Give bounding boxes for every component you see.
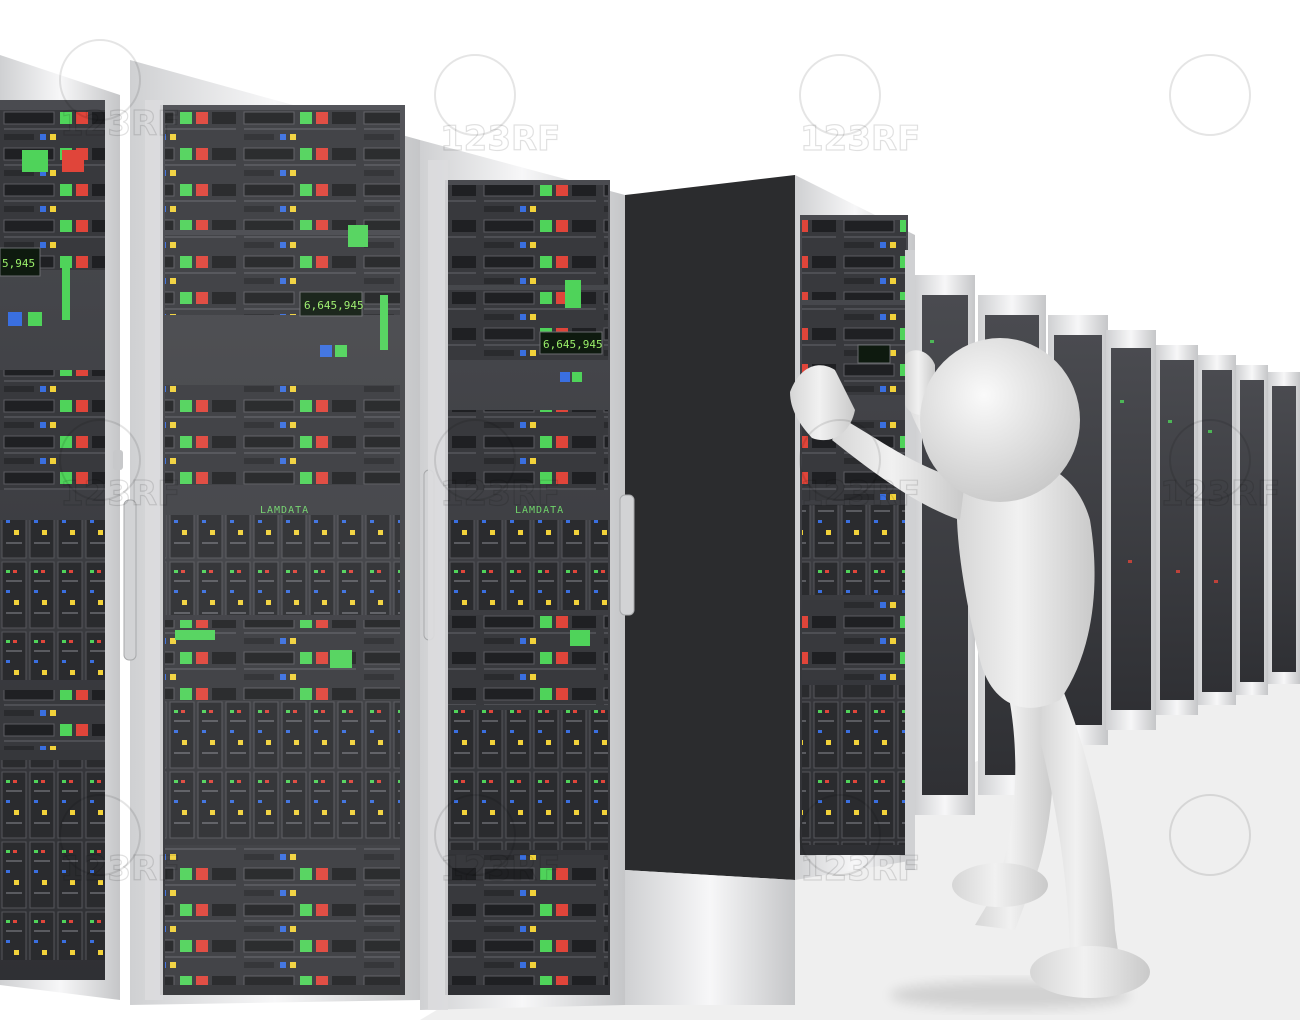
rack-1-lcd: 5,945	[2, 257, 35, 270]
open-rack-door	[619, 175, 795, 1005]
rack-3-label: LAMDATA	[515, 505, 564, 516]
server-rack-pushed	[795, 175, 915, 880]
left-hand	[790, 365, 855, 441]
watermark-10: 123RF	[800, 849, 920, 889]
server-rack-1: 5,945	[0, 55, 123, 1000]
watermark-layer: 123RF 123RF 123RF 123RF 123RF 123RF 123R…	[59, 39, 1281, 890]
watermark-4: 123RF	[60, 474, 180, 514]
watermark-1: 123RF	[60, 104, 180, 144]
watermark-5: 123RF	[440, 474, 560, 514]
server-rack-3: 6,645,945 LAMDATA	[420, 140, 625, 1010]
head	[920, 338, 1080, 502]
rack-2-lcd: 6,645,945	[304, 299, 364, 312]
left-foot	[952, 863, 1048, 907]
server-rack-2: 6,645,945 LAMDATA	[123, 60, 420, 1005]
rack-3-lcd: 6,645,945	[543, 338, 603, 351]
person-figure	[790, 338, 1150, 998]
watermark-8: 123RF	[60, 849, 180, 889]
watermark-9: 123RF	[440, 849, 560, 889]
watermark-3: 123RF	[800, 119, 920, 159]
watermark-2: 123RF	[440, 119, 560, 159]
watermark-7: 123RF	[1160, 474, 1280, 514]
rack-2-label: LAMDATA	[260, 505, 309, 516]
right-foot	[1030, 946, 1150, 998]
watermark-6: 123RF	[800, 474, 920, 514]
